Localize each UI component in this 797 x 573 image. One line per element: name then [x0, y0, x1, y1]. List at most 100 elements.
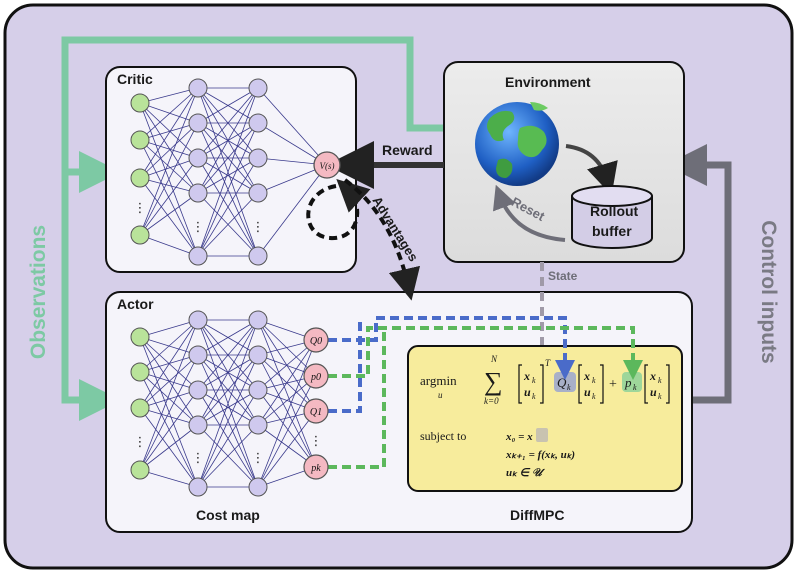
- plus-sign: +: [609, 377, 617, 392]
- critic-node: [188, 246, 208, 266]
- diffmpc-box: [407, 345, 683, 492]
- vec3-x-sub: k: [658, 376, 662, 385]
- critic-edge: [197, 87, 259, 257]
- actor-output-ellipsis: ⋮: [310, 434, 323, 449]
- actor-edge: [257, 339, 317, 488]
- rollout-buffer-label-2: buffer: [592, 223, 632, 239]
- actor-edge: [197, 354, 259, 426]
- critic-node: [188, 183, 208, 203]
- vec3-u-sub: k: [658, 392, 662, 401]
- critic-edge: [139, 102, 199, 124]
- critic-edge: [139, 192, 199, 236]
- critic-edge: [139, 87, 199, 236]
- actor-node: [188, 310, 208, 330]
- actor-node: [188, 345, 208, 365]
- argmin-text: argmin: [420, 373, 457, 388]
- actor-edge: [139, 354, 199, 471]
- advantages-arrow: [343, 178, 421, 301]
- vec2-u: u: [584, 385, 591, 399]
- actor-node: [130, 398, 150, 418]
- critic-node: [130, 225, 150, 245]
- critic-node: [130, 168, 150, 188]
- qk-text: Q: [557, 375, 567, 390]
- critic-node: [188, 113, 208, 133]
- critic-node: [248, 183, 268, 203]
- actor-edge: [139, 319, 199, 338]
- critic-edge: [197, 87, 259, 124]
- vec3-u: u: [650, 385, 657, 399]
- actor-edge: [257, 375, 317, 426]
- constraint-3: uₖ ∈ 𝒰: [506, 467, 546, 479]
- actor-edge: [139, 371, 199, 426]
- critic-edge: [139, 139, 199, 257]
- cost-map-label: Cost map: [196, 507, 260, 523]
- actor-output-label: p0: [310, 372, 321, 383]
- critic-edge: [139, 122, 199, 236]
- pk-connection: [328, 328, 386, 469]
- critic-edge: [139, 122, 199, 179]
- actor-output-label: Q1: [310, 407, 322, 418]
- vec1-x: x: [523, 369, 530, 383]
- critic-edge: [139, 87, 199, 179]
- actor-output-node: [303, 454, 329, 480]
- actor-edge: [139, 469, 199, 488]
- diffmpc-label: DiffMPC: [510, 507, 564, 523]
- critic-edge: [139, 157, 199, 179]
- vec2-x: x: [583, 369, 590, 383]
- actor-edge: [257, 319, 317, 377]
- actor-edge: [139, 319, 199, 409]
- reset-arrow: [492, 184, 566, 242]
- critic-edge: [257, 164, 328, 257]
- actor-edge: [257, 410, 317, 488]
- vec1-u-sub: k: [532, 392, 536, 401]
- critic-node: [188, 78, 208, 98]
- actor-edge: [139, 354, 199, 409]
- actor-edge: [197, 319, 259, 488]
- critic-edge: [139, 139, 199, 194]
- critic-node: [248, 246, 268, 266]
- control-inputs-flow: [665, 144, 732, 404]
- actor-edge: [139, 389, 199, 409]
- critic-node: [130, 130, 150, 150]
- critic-edge: [139, 87, 199, 104]
- sum-symbol: ∑: [484, 367, 503, 396]
- vec3-x: x: [649, 369, 656, 383]
- actor-output-label: pk: [310, 463, 321, 474]
- actor-edge: [257, 375, 317, 488]
- actor-ellipsis: ⋮: [192, 451, 205, 466]
- critic-edge: [139, 87, 199, 141]
- env-to-buffer-arrow: [565, 144, 618, 196]
- vec2-x-sub: k: [592, 376, 596, 385]
- critic-edge: [139, 157, 199, 236]
- sum-upper: N: [490, 354, 498, 364]
- advantages-loop: [306, 179, 371, 241]
- actor-output-node: [303, 398, 329, 424]
- critic-edge: [257, 87, 328, 166]
- actor-edge: [197, 319, 259, 426]
- actor-node: [248, 380, 268, 400]
- globe-icon: [475, 102, 559, 186]
- rollout-buffer-label-1: Rollout: [590, 203, 639, 219]
- mpc-formula: argmin u N ∑ k=0 x k u k T Q k x k u k +…: [420, 354, 670, 479]
- critic-edge: [197, 157, 259, 194]
- control-inputs-label: Control inputs: [757, 220, 780, 363]
- actor-node: [188, 477, 208, 497]
- critic-node: [248, 113, 268, 133]
- actor-edge: [257, 339, 317, 426]
- actor-edge: [139, 407, 199, 426]
- value-node-label: V(s): [320, 161, 335, 171]
- transpose: T: [545, 358, 551, 368]
- critic-ellipsis: ⋮: [252, 220, 265, 235]
- critic-title: Critic: [117, 71, 153, 87]
- vec1-x-sub: k: [532, 376, 536, 385]
- critic-edge: [197, 122, 259, 257]
- actor-output-node: [303, 363, 329, 389]
- actor-edge: [197, 319, 259, 356]
- pk-text: p: [624, 375, 632, 390]
- critic-edge: [139, 177, 199, 257]
- actor-edge: [139, 319, 199, 471]
- observations-flow: [61, 36, 448, 421]
- actor-edge: [197, 389, 259, 426]
